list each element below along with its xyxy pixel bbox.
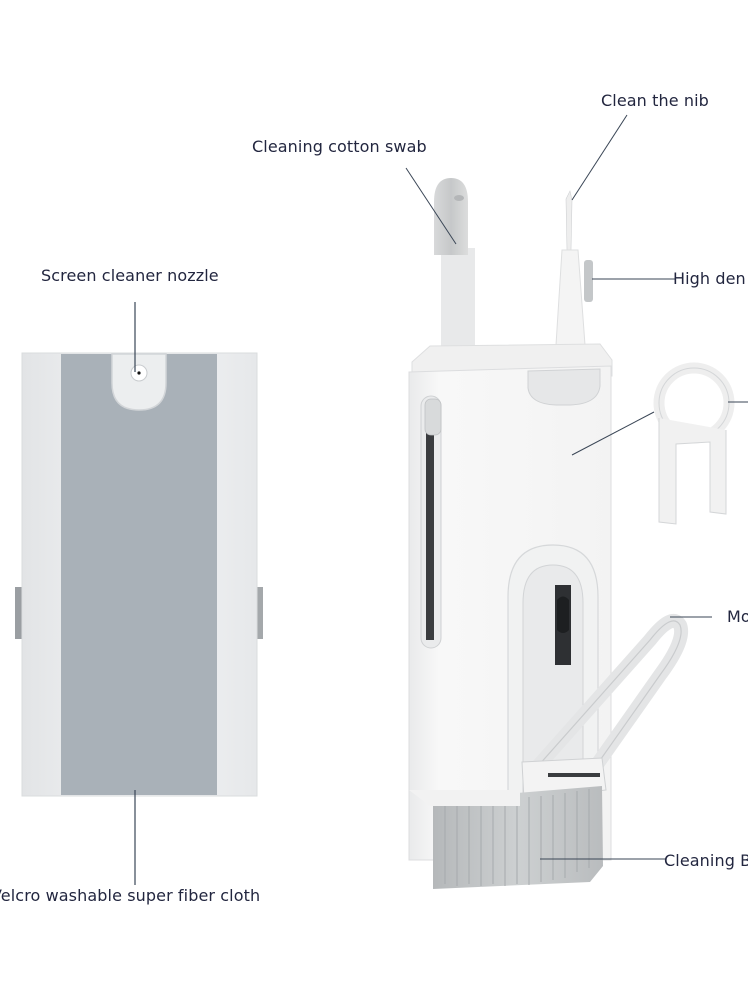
label-screen-cleaner-nozzle: Screen cleaner nozzle xyxy=(41,266,219,285)
right-grip xyxy=(256,587,263,639)
nib-leader-line xyxy=(571,114,628,201)
high-density-sponge xyxy=(584,260,593,302)
label-clean-the-nib: Clean the nib xyxy=(601,91,709,110)
small-brush-head xyxy=(424,398,442,436)
nozzle-recess xyxy=(111,353,167,411)
nib-cleaner-pen xyxy=(555,190,593,346)
keycap-puller xyxy=(653,362,735,525)
left-grip xyxy=(15,587,23,639)
cotton-swab xyxy=(434,178,475,360)
label-high-density: High den xyxy=(673,269,746,288)
label-cleaning-cotton-swab: Cleaning cotton swab xyxy=(252,137,427,156)
screen-cleaner-pad xyxy=(15,352,263,797)
swab-leader-line xyxy=(405,167,457,245)
label-cleaning-brush: Cleaning B xyxy=(664,851,748,870)
label-mobile-holder: Mo xyxy=(727,607,748,626)
label-velcro-fiber-cloth: Velcro washable super fiber cloth xyxy=(0,886,261,905)
phone-stand-loop xyxy=(523,614,688,817)
cleaning-unit xyxy=(408,178,688,889)
fiber-cloth-panel xyxy=(61,354,217,795)
unit-body-leader-line xyxy=(571,411,655,456)
cleaning-brush-bristles xyxy=(433,786,603,889)
